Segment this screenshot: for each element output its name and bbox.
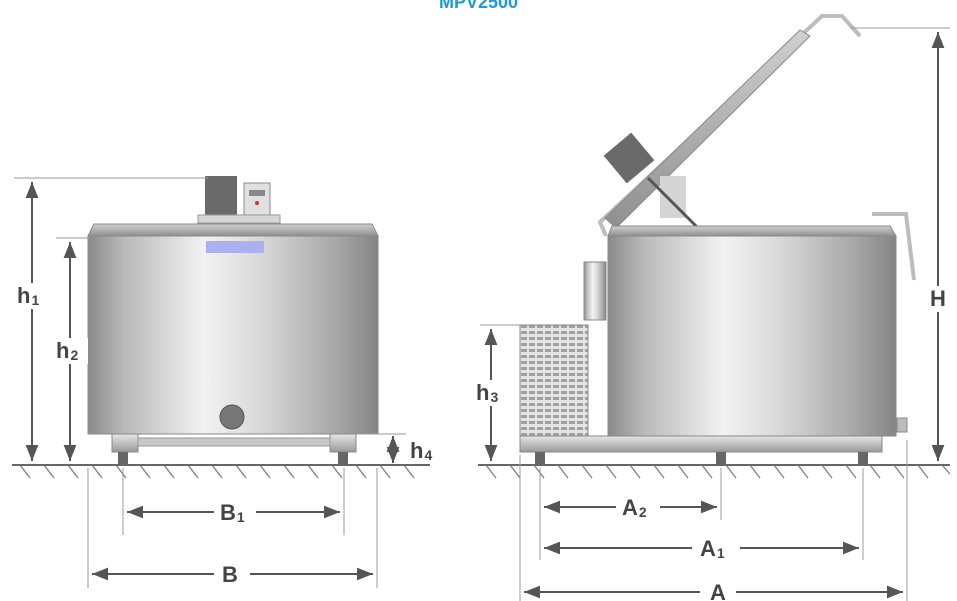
- motor-block: [205, 176, 237, 216]
- front-tank: [87, 176, 379, 465]
- dim-label-b: B: [222, 562, 238, 587]
- display-panel: [206, 241, 264, 253]
- dim-label-a1: A1: [700, 536, 725, 561]
- outlet-valve: [219, 404, 245, 430]
- dim-label-a2: A2: [622, 495, 647, 520]
- control-box: [243, 182, 271, 218]
- dim-label-h4: h4: [410, 438, 432, 463]
- condenser-grille: [519, 324, 589, 438]
- stirrer-motor: [603, 132, 655, 184]
- side-control-box: [583, 261, 607, 321]
- diagram-title: MPV2500: [438, 0, 519, 12]
- side-view: h3 H A2 A1 A: [474, 14, 951, 601]
- side-ground: [478, 464, 951, 479]
- front-view: h1 h2 h4 B1 B: [12, 176, 432, 588]
- dim-label-b1: B1: [220, 500, 245, 525]
- side-tank: [519, 14, 916, 465]
- dim-label-h3: h3: [476, 380, 498, 405]
- dim-label-h1: h1: [17, 283, 39, 308]
- front-ground: [12, 464, 430, 479]
- dim-label-h2: h2: [56, 338, 78, 363]
- dim-label-H: H: [930, 286, 946, 311]
- dim-label-a: A: [710, 580, 726, 601]
